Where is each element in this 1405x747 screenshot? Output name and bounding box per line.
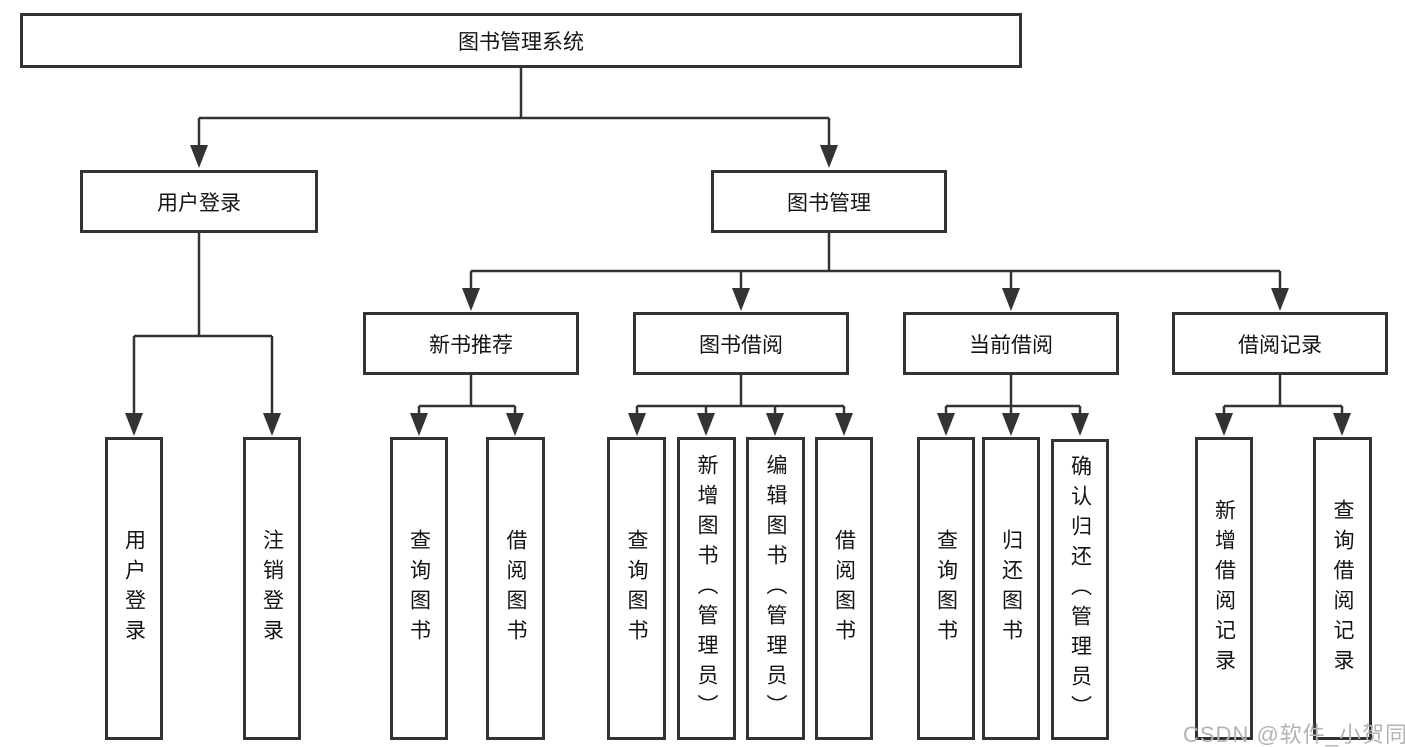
node-label: 编辑图书（管理员） <box>764 453 787 724</box>
node-label: 注销登录 <box>260 528 284 649</box>
node-label: 归还图书 <box>999 528 1023 649</box>
leaf-add-borrow-record: 新增借阅记录 <box>1195 437 1253 740</box>
node-label: 用户登录 <box>157 191 241 215</box>
node-library-management-system: 图书管理系统 <box>20 13 1022 68</box>
node-label: 新增借阅记录 <box>1212 498 1236 679</box>
node-label: 查询借阅记录 <box>1331 498 1354 679</box>
node-label: 图书管理 <box>787 191 871 215</box>
node-book-borrowing: 图书借阅 <box>633 312 849 375</box>
node-label: 图书管理系统 <box>458 30 584 54</box>
node-label: 查询图书 <box>934 528 958 649</box>
leaf-confirm-return-admin: 确认归还（管理员） <box>1051 439 1109 740</box>
node-label: 查询图书 <box>407 528 431 649</box>
node-label: 当前借阅 <box>969 333 1053 357</box>
leaf-query-borrow-record: 查询借阅记录 <box>1313 437 1372 740</box>
node-label: 新书推荐 <box>429 333 513 357</box>
node-label: 查询图书 <box>625 528 648 649</box>
node-label: 借阅图书 <box>504 528 527 649</box>
leaf-borrow-books-recommend: 借阅图书 <box>486 437 545 740</box>
node-label: 图书借阅 <box>699 333 783 357</box>
node-label: 借阅记录 <box>1238 333 1322 357</box>
node-label: 用户登录 <box>122 528 146 649</box>
watermark-text: CSDN @软件_小贺同学 <box>1183 722 1405 747</box>
node-new-book-recommendation: 新书推荐 <box>363 312 579 375</box>
node-book-management: 图书管理 <box>711 170 947 233</box>
leaf-add-books-admin: 新增图书（管理员） <box>677 437 736 740</box>
leaf-edit-books-admin: 编辑图书（管理员） <box>746 437 805 740</box>
leaf-query-books-recommend: 查询图书 <box>390 437 448 740</box>
node-label: 借阅图书 <box>832 528 856 649</box>
node-user-login: 用户登录 <box>80 170 318 233</box>
leaf-logout: 注销登录 <box>243 437 301 740</box>
leaf-borrow-books: 借阅图书 <box>815 437 873 740</box>
node-label: 新增图书（管理员） <box>695 453 718 724</box>
leaf-query-books-current: 查询图书 <box>917 437 975 740</box>
leaf-query-books-borrowing: 查询图书 <box>607 437 666 740</box>
node-label: 确认归还（管理员） <box>1068 454 1092 725</box>
node-borrowing-records: 借阅记录 <box>1172 312 1388 375</box>
node-current-borrowing: 当前借阅 <box>903 312 1119 375</box>
leaf-return-books: 归还图书 <box>982 437 1040 740</box>
leaf-user-login: 用户登录 <box>105 437 163 740</box>
